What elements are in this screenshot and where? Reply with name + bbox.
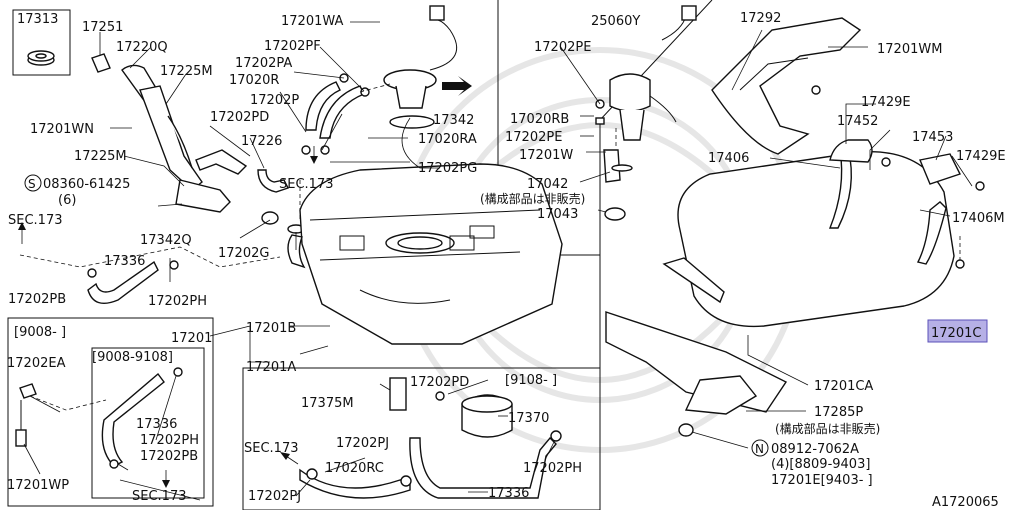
label-17225M: 17225M <box>74 149 127 164</box>
circle-n-letter: N <box>755 442 764 456</box>
label-17336: 17336 <box>136 417 177 432</box>
label-17285P: 17285P <box>814 405 863 420</box>
highlight-17201C <box>927 319 988 343</box>
label-17202PD: 17202PD <box>210 110 269 125</box>
label-17452: 17452 <box>837 114 878 129</box>
label-17201E: 17201E[9403- ] <box>771 473 873 488</box>
label-17370: 17370 <box>508 411 549 426</box>
label-17201CA: 17201CA <box>814 379 873 394</box>
label-17202P: 17202P <box>250 93 299 108</box>
label-17201WA: 17201WA <box>281 14 343 29</box>
arrow-down-icon <box>310 156 318 164</box>
label-17406M: 17406M <box>952 211 1005 226</box>
leader-lines <box>23 21 973 501</box>
label-17202PJ: 17202PJ <box>248 489 301 504</box>
tank-shield-and-straps <box>605 17 985 437</box>
label-17292: 17292 <box>740 11 781 26</box>
label-sec173: SEC.173 <box>244 441 299 456</box>
label-17020RA: 17020RA <box>418 132 477 147</box>
label-17429E: 17429E <box>956 149 1006 164</box>
label-17201A: 17201A <box>246 360 296 375</box>
label-17201W: 17201W <box>519 148 573 163</box>
label-17202PB: 17202PB <box>8 292 66 307</box>
label-17202PE: 17202PE <box>534 40 591 55</box>
label-17202PG: 17202PG <box>418 161 477 176</box>
label-17202EA: 17202EA <box>7 356 66 371</box>
label-17201B: 17201B <box>246 321 296 336</box>
washer-17313 <box>27 50 55 66</box>
vapor-hoses <box>15 260 183 469</box>
label-17202PH: 17202PH <box>140 433 199 448</box>
label-sec173: SEC.173 <box>132 489 187 504</box>
arrow-right-icon <box>442 76 472 96</box>
label-08360-61425: 08360-61425 <box>43 177 130 192</box>
label-08912-7062A: 08912-7062A <box>771 442 859 457</box>
label-17226: 17226 <box>241 134 282 149</box>
circle-s-letter: S <box>28 177 36 191</box>
breather-hoses <box>257 73 370 193</box>
label-17225M: 17225M <box>160 64 213 79</box>
inset-box-9008 <box>7 317 214 507</box>
arrow-down-icon <box>162 480 170 488</box>
label-17336: 17336 <box>488 486 529 501</box>
label-17202PJ: 17202PJ <box>336 436 389 451</box>
label-17406: 17406 <box>708 151 749 166</box>
arrow-left-icon <box>280 452 290 460</box>
label-sec173: SEC.173 <box>8 213 63 228</box>
label-17202PE: 17202PE <box>505 130 562 145</box>
label-17201WP: 17201WP <box>7 478 69 493</box>
diagram-id: A1720065 <box>932 495 999 510</box>
label-17251: 17251 <box>82 20 123 35</box>
label-17201: 17201 <box>171 331 212 346</box>
label-9108-range: [9108- ] <box>505 373 557 388</box>
label-sec173: SEC.173 <box>279 177 334 192</box>
label-17202G: 17202G <box>218 246 269 261</box>
sender-unit <box>595 5 697 221</box>
label-17220Q: 17220Q <box>116 40 168 55</box>
inset-box-9108 <box>242 367 601 510</box>
inset-box-9008-9108 <box>91 347 205 499</box>
assembly-lines <box>19 83 961 411</box>
label-17336: 17336 <box>104 254 145 269</box>
label-17202PA: 17202PA <box>235 56 292 71</box>
label-17285P-note: (構成部品は非販売) <box>775 421 880 436</box>
label-17020R: 17020R <box>229 73 279 88</box>
filler-neck <box>91 53 305 234</box>
circle-s-marker <box>24 174 42 192</box>
label-17202PF: 17202PF <box>264 39 321 54</box>
label-17202PH: 17202PH <box>148 294 207 309</box>
label-17342Q: 17342Q <box>140 233 192 248</box>
circle-n-marker <box>751 439 769 457</box>
label-17042-note: (構成部品は非販売) <box>480 191 585 206</box>
label-08912-qty: (4)[8809-9403] <box>771 457 870 472</box>
label-17202PD: 17202PD <box>410 375 469 390</box>
label-17201WM: 17201WM <box>877 42 942 57</box>
fuel-tank <box>287 163 563 345</box>
canister-filter-inset <box>299 377 562 499</box>
label-17342: 17342 <box>433 113 474 128</box>
label-17375M: 17375M <box>301 396 354 411</box>
label-17202PB: 17202PB <box>140 449 198 464</box>
label-17020RC: 17020RC <box>325 461 384 476</box>
label-9008-range: [9008- ] <box>14 325 66 340</box>
label-17043: 17043 <box>537 207 578 222</box>
label-08360-qty: (6) <box>58 193 76 208</box>
label-17202PH: 17202PH <box>523 461 582 476</box>
part-labels: 17313 17251 17220Q 17225M 17201WN 17225M… <box>7 11 1006 510</box>
label-17313: 17313 <box>17 12 58 27</box>
inset-box-17313 <box>12 9 71 76</box>
label-17453: 17453 <box>912 130 953 145</box>
arrow-up-icon <box>18 222 26 230</box>
label-17201C: 17201C <box>931 326 981 341</box>
label-17020RB: 17020RB <box>510 112 569 127</box>
label-17042: 17042 <box>527 177 568 192</box>
fuel-pump-module <box>383 5 458 129</box>
label-25060Y: 25060Y <box>591 14 640 29</box>
direction-arrows <box>18 76 472 488</box>
label-9008-9108-range: [9008-9108] <box>92 350 173 365</box>
label-17429E: 17429E <box>861 95 911 110</box>
label-17201WN: 17201WN <box>30 122 94 137</box>
